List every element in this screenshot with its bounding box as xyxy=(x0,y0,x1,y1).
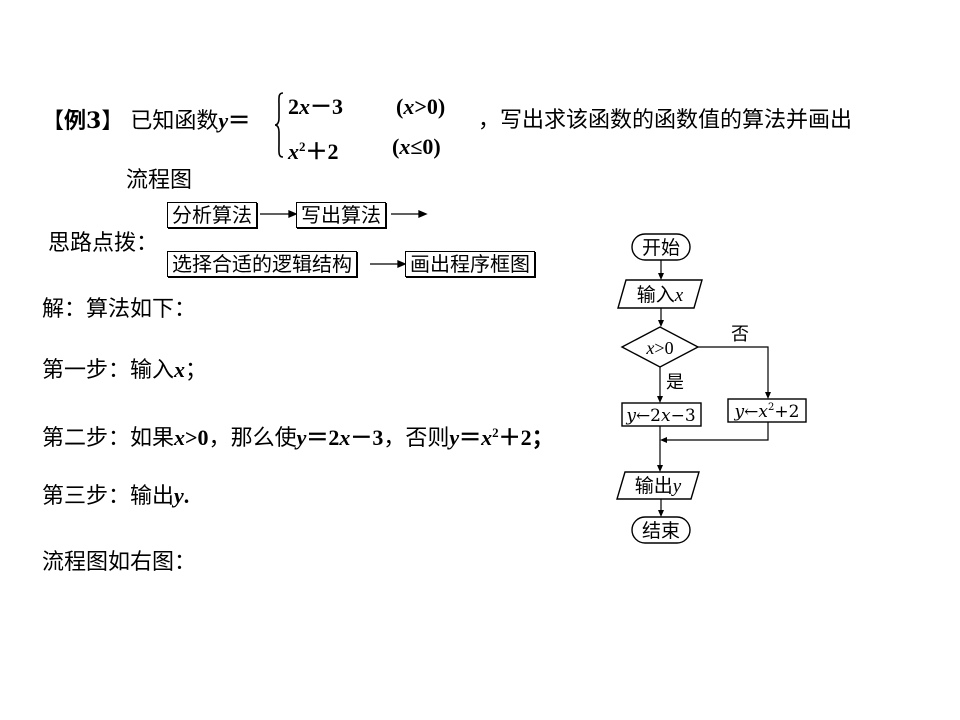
hint-arrow-2-head xyxy=(418,210,428,218)
solution-step-1: 第一步：输入x； xyxy=(42,357,208,383)
hint-box-write: 写出算法 xyxy=(296,202,386,228)
function-var: y xyxy=(218,108,229,133)
flowchart-start-text: 开始 xyxy=(642,237,680,259)
flowchart-end-text: 结束 xyxy=(642,520,680,542)
solution-footer: 流程图如右图： xyxy=(42,550,197,575)
hint-arrow-3-head xyxy=(397,260,407,268)
example-label: 例3 xyxy=(64,108,102,134)
solution-step-2: 第二步：如果x>0，那么使y＝2x－3，否则y＝x2＋2； xyxy=(42,425,554,451)
piecewise-case-2: x2＋2 xyxy=(288,139,339,164)
hint-box-draw-flowchart: 画出程序框图 xyxy=(405,251,535,277)
example-bracket-left: 【 xyxy=(42,109,65,134)
flowchart-process-yes-text: y←2x−3 xyxy=(625,406,695,426)
flowchart-process-yes xyxy=(621,402,702,427)
example-tail-2: 流程图 xyxy=(126,168,193,193)
flowchart-yes-label: 是 xyxy=(666,372,684,393)
flowchart-input-text: 输入x xyxy=(637,284,684,306)
flowchart-output-node xyxy=(616,471,700,500)
piecewise-cond-1: (x>0) xyxy=(396,94,446,119)
example-statement: 【例3】 已知函数y＝ xyxy=(42,108,250,135)
hint-label: 思路点拨： xyxy=(48,231,159,256)
solution-intro: 解：算法如下： xyxy=(42,297,197,322)
solution-step-3: 第三步：输出y. xyxy=(42,483,190,509)
hint-box-analyze: 分析算法 xyxy=(167,202,257,228)
flowchart-process-no xyxy=(727,398,807,423)
example-bracket-right: 】 xyxy=(101,109,124,134)
piecewise-brace xyxy=(274,92,284,158)
example-tail: ，写出求该函数的函数值的算法并画出 xyxy=(478,108,853,133)
piecewise-cond-2: (x≤0) xyxy=(392,134,441,159)
flowchart-input-node xyxy=(617,279,703,309)
example-intro: 已知函数 xyxy=(130,109,219,134)
hint-box-select-structure: 选择合适的逻辑结构 xyxy=(167,251,357,277)
flowchart-no-label: 否 xyxy=(731,324,749,345)
flowchart-connectors xyxy=(659,260,769,511)
flowchart-process-no-text: y←x2+2 xyxy=(734,402,800,422)
flowchart-output-text: 输出y xyxy=(635,475,682,497)
hint-arrow-1-head xyxy=(288,210,298,218)
equals-sign: ＝ xyxy=(228,108,251,133)
piecewise-case-1: 2x－3 xyxy=(288,94,344,119)
flowchart-arrowheads xyxy=(657,273,771,517)
flowchart-decision-text: x>0 xyxy=(645,338,673,358)
